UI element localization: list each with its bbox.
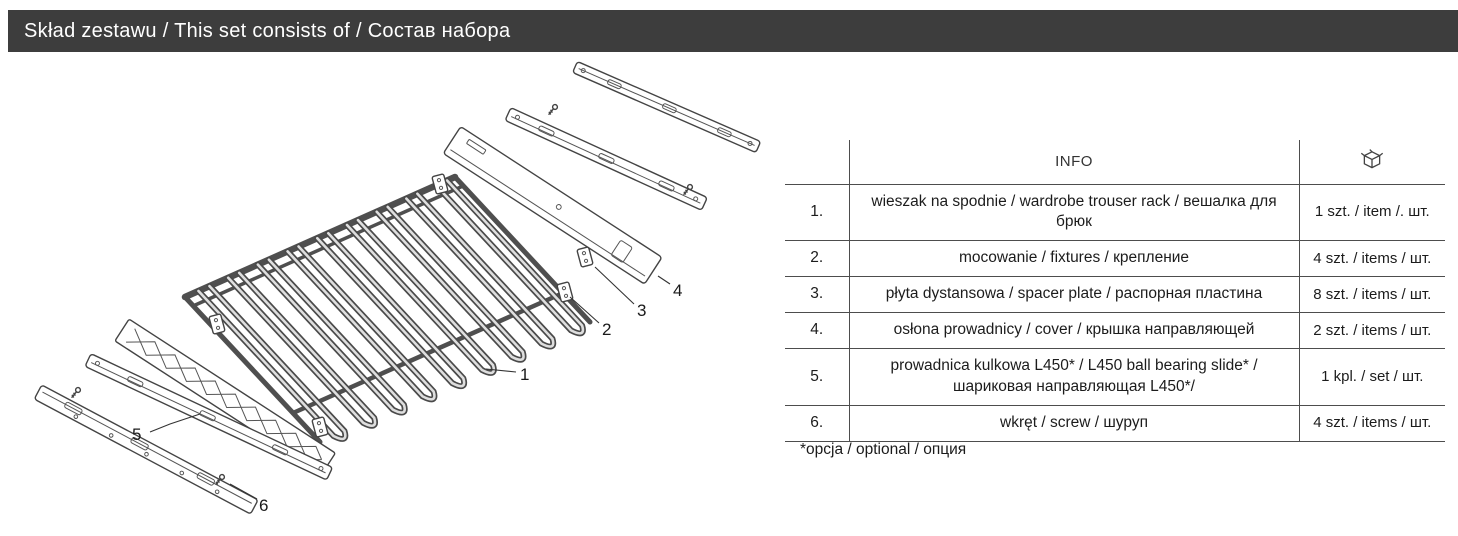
part-description: wieszak na spodnie / wardrobe trouser ra… (849, 184, 1299, 242)
section-header-bar: Skład zestawu / This set consists of / С… (8, 10, 1458, 52)
table-header-row: INFO (785, 140, 1445, 185)
part-number: 1. (785, 184, 850, 242)
callout-2: 2 (602, 320, 611, 339)
exploded-parts-diagram: 1 2 3 4 5 6 (34, 61, 761, 515)
fixture-clip (556, 281, 574, 303)
part-number: 4. (785, 312, 850, 350)
package-icon (1361, 148, 1384, 169)
callout-leaders (149, 266, 671, 500)
table-row: 4. osłona prowadnicy / cover / крышка на… (785, 312, 1445, 350)
table-row: 6. wkręt / screw / шуруп 4 szt. / items … (785, 405, 1445, 442)
part-quantity: 1 kpl. / set / шт. (1298, 348, 1445, 406)
cover-panel (443, 127, 662, 284)
table-row: 2. mocowanie / fixtures / крепление 4 sz… (785, 240, 1445, 278)
number-column-header (785, 140, 850, 185)
part-quantity: 1 szt. / item /. шт. (1298, 184, 1445, 242)
screw-icon (548, 103, 559, 116)
slide-rail-bottom-inner (85, 353, 333, 480)
section-title: Skład zestawu / This set consists of / С… (24, 19, 511, 42)
callout-4: 4 (673, 281, 682, 300)
part-quantity: 2 szt. / items / шт. (1298, 312, 1445, 350)
part-number: 6. (785, 405, 850, 442)
fixture-clip (208, 313, 226, 335)
part-description: osłona prowadnicy / cover / крышка напра… (849, 312, 1299, 350)
part-description: mocowanie / fixtures / крепление (849, 240, 1299, 278)
quantity-column-header (1298, 140, 1445, 185)
table-row: 3. płyta dystansowa / spacer plate / рас… (785, 276, 1445, 314)
part-description: wkręt / screw / шуруп (849, 405, 1299, 442)
screw-icon (683, 183, 694, 196)
slide-rail-top-outer (505, 107, 708, 211)
lattice-strip (114, 319, 336, 475)
table-row: 1. wieszak na spodnie / wardrobe trouser… (785, 184, 1445, 242)
callout-6: 6 (259, 496, 268, 515)
callout-5: 5 (132, 425, 141, 444)
screw-icon (71, 386, 82, 399)
spacer-plate (576, 246, 594, 268)
screw-icon (215, 473, 226, 486)
part-number: 3. (785, 276, 850, 314)
fixture-clip (311, 416, 329, 438)
part-quantity: 4 szt. / items / шт. (1298, 405, 1445, 442)
slide-rail-top-inner (572, 61, 761, 153)
callout-1: 1 (520, 365, 529, 384)
part-description: prowadnica kulkowa L450* / L450 ball bea… (849, 348, 1299, 406)
part-number: 2. (785, 240, 850, 278)
part-number: 5. (785, 348, 850, 406)
part-quantity: 8 szt. / items / шт. (1298, 276, 1445, 314)
callout-3: 3 (637, 301, 646, 320)
part-description: płyta dystansowa / spacer plate / распор… (849, 276, 1299, 314)
table-row: 5. prowadnica kulkowa L450* / L450 ball … (785, 348, 1445, 406)
part-quantity: 4 szt. / items / шт. (1298, 240, 1445, 278)
parts-table: INFO 1. (785, 140, 1445, 442)
info-column-header: INFO (849, 140, 1299, 185)
spacer-plate (431, 173, 449, 195)
slide-rail-bottom-outer (34, 385, 258, 514)
optional-footnote: *opcja / optional / опция (800, 441, 967, 458)
